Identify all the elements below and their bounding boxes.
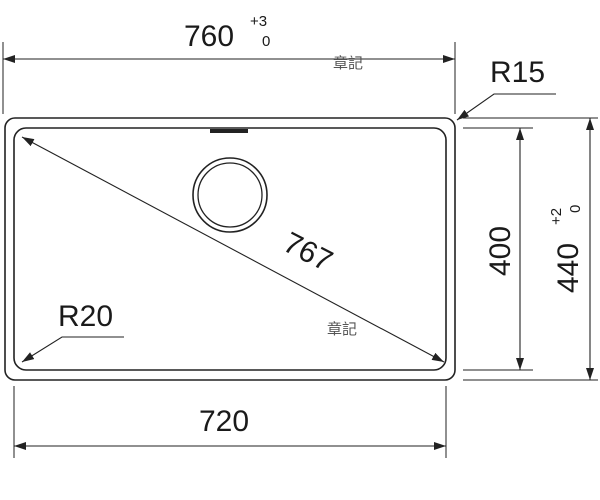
overall-width-tol-upper: +3 bbox=[250, 13, 267, 30]
stamp-top: 章記 bbox=[333, 54, 363, 72]
overflow-slot bbox=[210, 129, 248, 133]
overall-width-value: 760 bbox=[184, 20, 234, 53]
overall-height-tol-upper: +2 bbox=[548, 208, 565, 225]
stamp-middle: 章記 bbox=[327, 320, 357, 338]
overall-height-value: 440 bbox=[552, 243, 585, 293]
diagonal-label: 767 bbox=[278, 226, 338, 278]
inner-radius-leader bbox=[21, 336, 124, 363]
inner-width-label: 720 bbox=[199, 405, 249, 438]
drain-inner-circle bbox=[197, 162, 263, 228]
overall-height-tol-lower: 0 bbox=[567, 205, 584, 213]
diagonal-dimension-line bbox=[21, 136, 445, 363]
drain-outer-circle bbox=[192, 157, 268, 233]
sink-outer-outline bbox=[4, 117, 456, 381]
outer-radius-leader bbox=[456, 93, 556, 121]
inner-radius-label: R20 bbox=[58, 300, 113, 333]
sink-inner-bowl bbox=[13, 127, 447, 371]
outer-radius-label: R15 bbox=[490, 56, 545, 89]
inner-height-label: 400 bbox=[484, 226, 517, 276]
overall-width-tol-lower: 0 bbox=[262, 33, 270, 50]
